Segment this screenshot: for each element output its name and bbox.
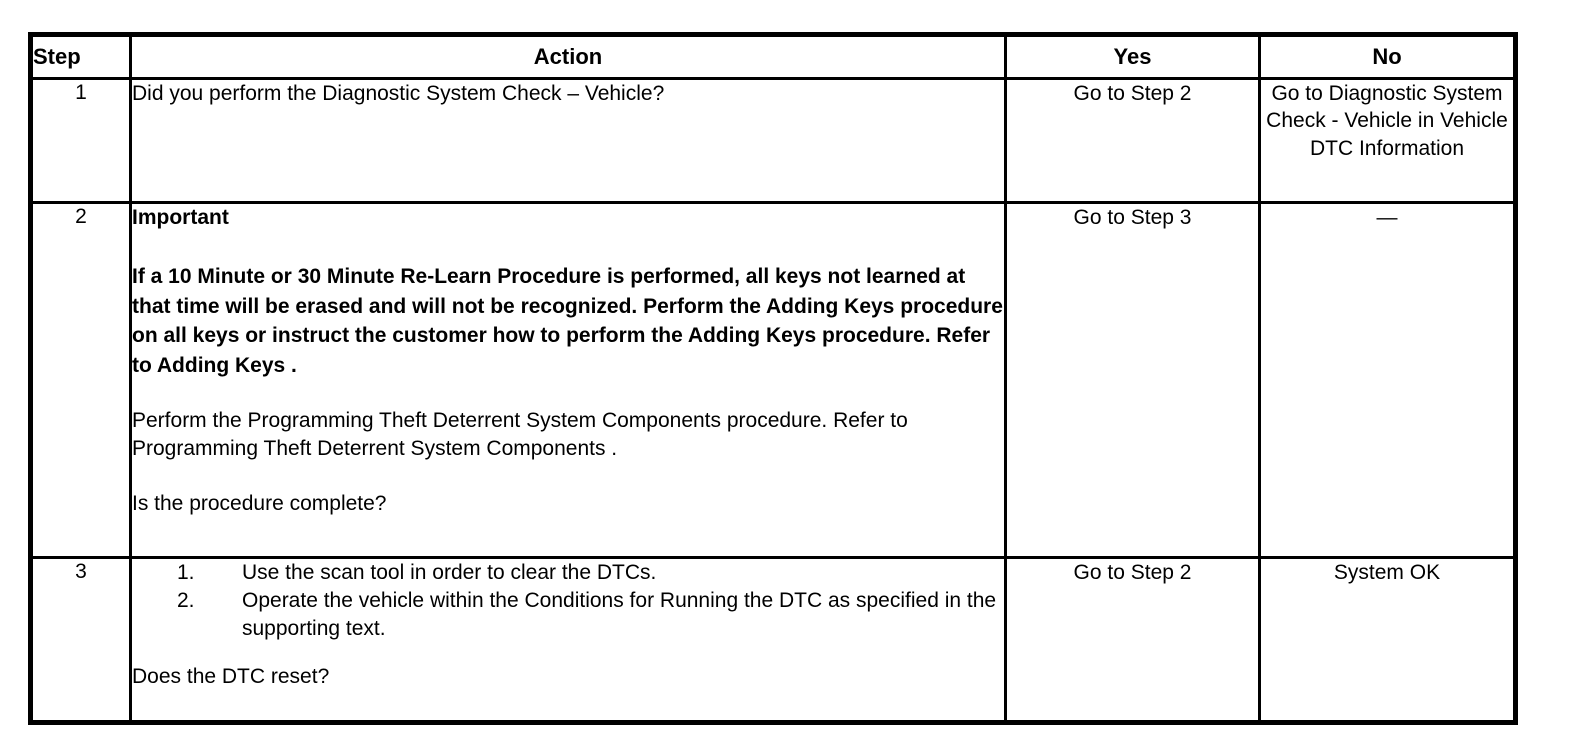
action-cell: Did you perform the Diagnostic System Ch…: [129, 77, 1007, 204]
em-dash-mark: —: [1376, 206, 1398, 229]
action-cell: Important If a 10 Minute or 30 Minute Re…: [129, 201, 1007, 559]
column-header-action: Action: [129, 33, 1007, 80]
list-item-number: 1.: [177, 561, 195, 584]
action-body-paragraph: Perform the Programming Theft Deterrent …: [132, 408, 908, 461]
action-cell: 1. Use the scan tool in order to clear t…: [129, 556, 1007, 724]
spacer: [132, 464, 1004, 490]
yes-result-cell: Go to Step 3: [1004, 201, 1261, 559]
spacer: [132, 381, 1004, 407]
list-item: 2. Operate the vehicle within the Condit…: [132, 587, 1004, 643]
list-item: 1. Use the scan tool in order to clear t…: [132, 559, 1004, 587]
list-item-text: Operate the vehicle within the Condition…: [242, 588, 997, 640]
action-question: Did you perform the Diagnostic System Ch…: [132, 82, 665, 105]
column-header-step: Step: [29, 33, 132, 80]
column-header-no: No: [1258, 33, 1517, 80]
important-heading: Important: [132, 206, 229, 229]
no-result-cell: Go to Diagnostic System Check - Vehicle …: [1258, 77, 1517, 204]
step-number-cell: 1: [29, 77, 132, 204]
important-notice: Important If a 10 Minute or 30 Minute Re…: [132, 204, 1004, 381]
spacer: [132, 232, 1004, 262]
table-row: 2 Important If a 10 Minute or 30 Minute …: [29, 201, 1517, 559]
action-question: Does the DTC reset?: [132, 664, 330, 688]
action-question: Is the procedure complete?: [132, 491, 387, 515]
no-result-cell: —: [1258, 201, 1517, 559]
table-row: 1 Did you perform the Diagnostic System …: [29, 77, 1517, 204]
step-number-cell: 3: [29, 556, 132, 724]
column-header-yes: Yes: [1004, 33, 1261, 80]
step-number-cell: 2: [29, 201, 132, 559]
yes-result-cell: Go to Step 2: [1004, 556, 1261, 724]
action-numbered-list: 1. Use the scan tool in order to clear t…: [132, 559, 1004, 643]
spacer: [132, 643, 1004, 663]
diagnostic-step-table: Step Action Yes No 1 Did you perform the…: [28, 32, 1518, 725]
important-body: If a 10 Minute or 30 Minute Re-Learn Pro…: [132, 264, 1003, 378]
list-item-text: Use the scan tool in order to clear the …: [242, 561, 657, 584]
list-item-number: 2.: [177, 588, 195, 612]
diagnostic-table-container: Step Action Yes No 1 Did you perform the…: [28, 32, 1518, 725]
table-header-row: Step Action Yes No: [29, 33, 1517, 80]
table-row: 3 1. Use the scan tool in order to clear…: [29, 556, 1517, 724]
no-result-cell: System OK: [1258, 556, 1517, 724]
yes-result-cell: Go to Step 2: [1004, 77, 1261, 204]
